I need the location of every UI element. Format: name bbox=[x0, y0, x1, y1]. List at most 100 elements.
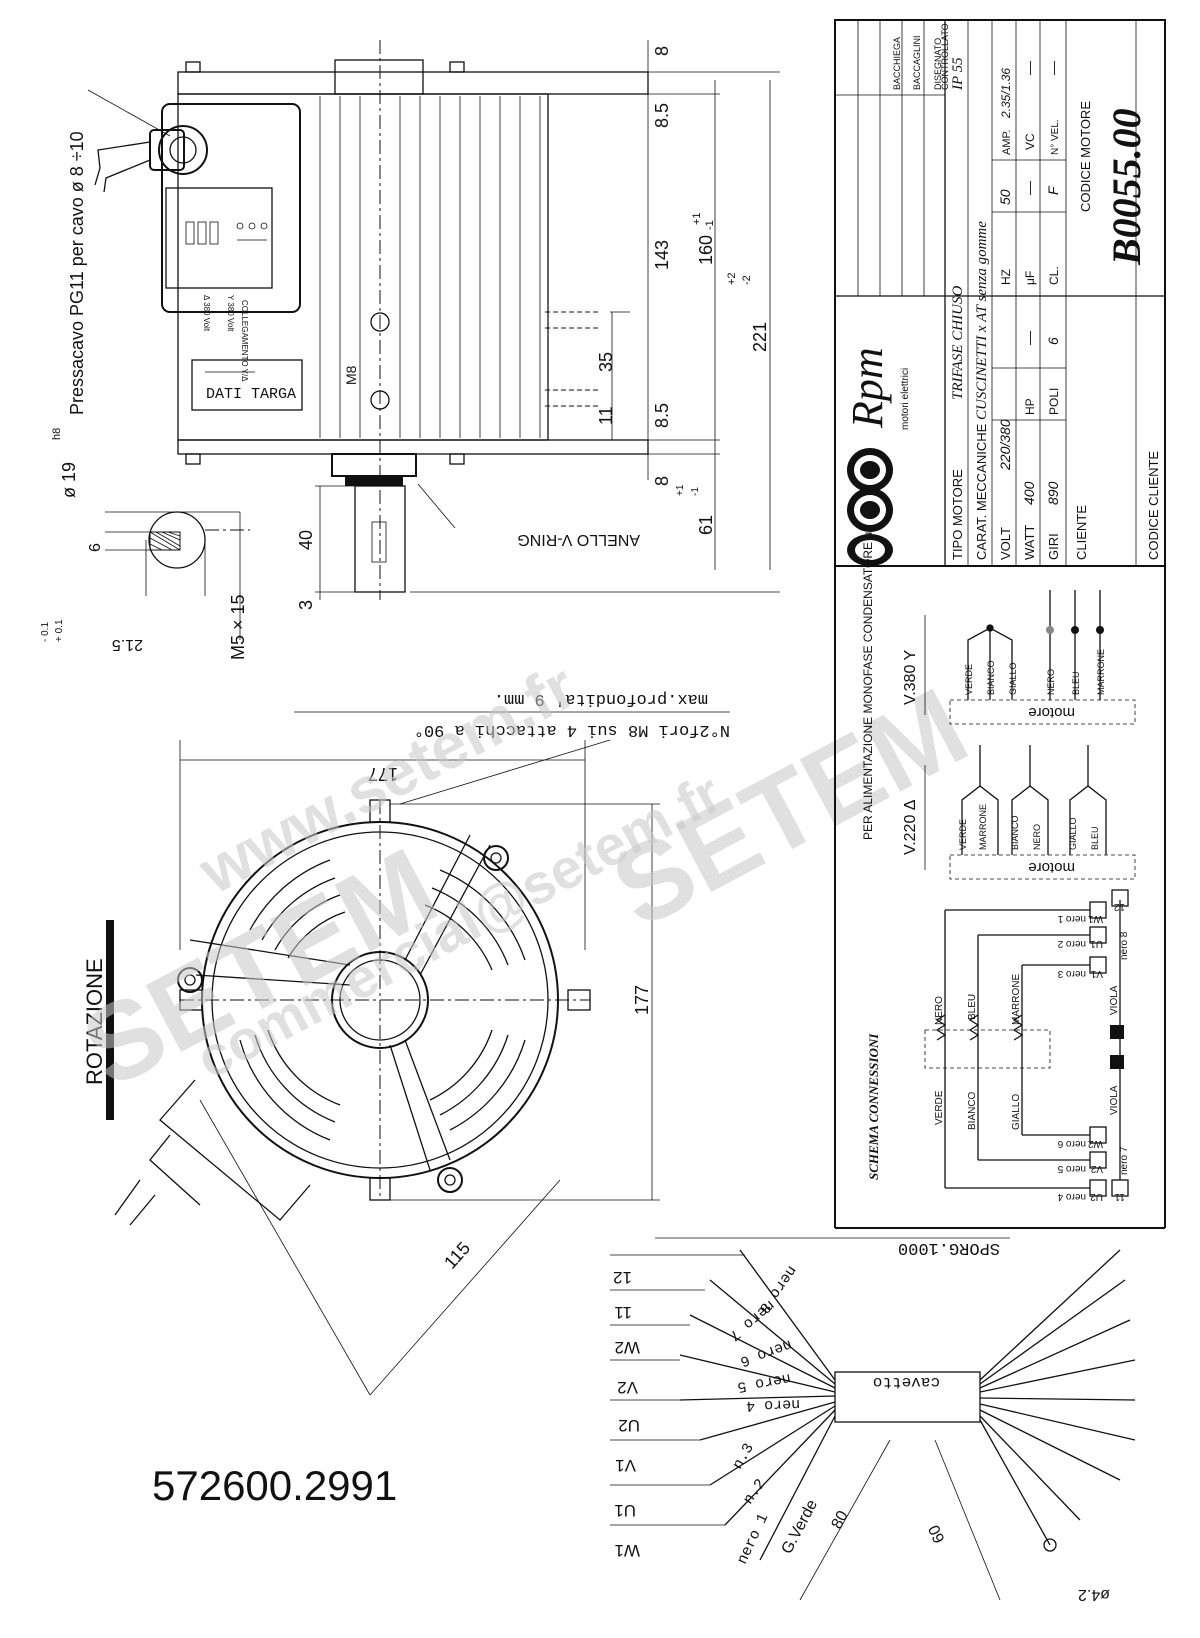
term-u1: U1 bbox=[1090, 938, 1103, 949]
brand-name: Rpm bbox=[843, 347, 892, 429]
shaft-keyway bbox=[371, 521, 387, 563]
term-nero4: nero 4 bbox=[1057, 1191, 1086, 1202]
front-terminal-box bbox=[114, 1079, 311, 1226]
shaft-diameter: ø 19 bbox=[59, 462, 79, 498]
cliente-label: CLIENTE bbox=[1074, 505, 1089, 560]
term-nero5: nero 5 bbox=[1057, 1163, 1086, 1174]
top-boss bbox=[334, 59, 424, 95]
d-motor-label: motore bbox=[1028, 859, 1075, 876]
cable-sheath bbox=[834, 1371, 981, 1423]
term-w2: W2 bbox=[1088, 1138, 1103, 1149]
y-wire-2: BIANCO bbox=[986, 660, 996, 695]
cable-eyelet bbox=[1043, 1538, 1057, 1552]
term-nero1: nero 1 bbox=[1057, 913, 1086, 924]
uf-label: μF bbox=[1023, 271, 1037, 285]
power-section: PER ALIMENTAZIONE MONOFASE CONDENSATORE … bbox=[834, 524, 1166, 1229]
schema-viola-coil-2 bbox=[1110, 1055, 1124, 1069]
shaft-section bbox=[105, 511, 250, 640]
viola-label-1: VIOLA bbox=[1109, 985, 1120, 1015]
mounting-hole-top bbox=[370, 312, 390, 332]
giri-label: GIRI bbox=[1046, 533, 1061, 560]
cable-gland bbox=[94, 125, 208, 193]
volt-value: 220/380 bbox=[997, 419, 1013, 471]
term-nero8: nero 8 bbox=[1119, 931, 1130, 960]
shaft bbox=[354, 485, 406, 593]
thread-label: M5 × 15 bbox=[228, 594, 248, 660]
cooling-fins bbox=[319, 96, 541, 438]
cable-label: cavetto bbox=[873, 1373, 940, 1391]
dim-143: 143 bbox=[652, 240, 672, 270]
ip-rating: IP 55 bbox=[950, 57, 966, 91]
mounting-hole-bottom bbox=[370, 390, 390, 410]
dim-3: 3 bbox=[296, 600, 316, 610]
tipo-motore-label: TIPO MOTORE bbox=[950, 469, 965, 560]
nvel-value: — bbox=[1045, 61, 1061, 75]
approval-1: BACCHIEGA bbox=[892, 37, 902, 90]
term-12: 12 bbox=[1113, 901, 1125, 912]
schema-coil-box bbox=[924, 1029, 1051, 1069]
terminal-delta-label: Δ 380 Volt bbox=[202, 295, 211, 332]
cable-gland-leader bbox=[87, 89, 171, 137]
wire-n2: n.2 bbox=[740, 1476, 769, 1508]
poli-value: 6 bbox=[1045, 337, 1061, 345]
cable-term-refs bbox=[610, 1254, 745, 1526]
vc-label: VC bbox=[1023, 133, 1037, 150]
term-11: 11 bbox=[1114, 1191, 1125, 1202]
dim-160: 160 bbox=[696, 235, 716, 265]
wire-nero-1: nero 1 bbox=[734, 1511, 772, 1567]
terminal-studs bbox=[185, 221, 268, 245]
nvel-label: N° VEL. bbox=[1050, 119, 1061, 155]
coil-bot-3: GIALLO bbox=[1011, 1094, 1022, 1130]
schema-viola-coil-1 bbox=[1110, 1025, 1124, 1039]
volt-label: VOLT bbox=[998, 527, 1013, 560]
approval-4b: CONTROLLATO bbox=[940, 23, 950, 90]
hp-value: — bbox=[1021, 331, 1037, 345]
schema-terminal-boxes bbox=[1089, 889, 1129, 1197]
y-wiring bbox=[967, 590, 1104, 700]
wire-nero-4: nero 4 bbox=[746, 1395, 801, 1414]
nameplate-outline bbox=[191, 359, 303, 411]
schema-connessioni: SCHEMA CONNESSIONI NERO BLEU MARRONE VER… bbox=[866, 889, 1130, 1202]
coil-top-1: NERO bbox=[934, 996, 945, 1025]
term-u2: U2 bbox=[1090, 1191, 1103, 1202]
y-motor-box bbox=[949, 699, 1136, 725]
title-block: BACCHIEGA BACCAGLINI DISEGNATO CONTROLLA… bbox=[834, 19, 1166, 567]
dim-42: ø4.2 bbox=[1078, 1586, 1110, 1603]
codice-motore-label: CODICE MOTORE bbox=[1078, 101, 1093, 212]
dim-60: 60 bbox=[926, 1522, 949, 1545]
front-vents bbox=[239, 859, 526, 1141]
approval-2: BACCAGLINI bbox=[912, 35, 922, 90]
viola-label-2: VIOLA bbox=[1109, 1085, 1120, 1115]
wire-n3: n.3 bbox=[730, 1441, 758, 1473]
coil-bot-1: VERDE bbox=[934, 1090, 945, 1125]
y-wire-4: NERO bbox=[1046, 669, 1056, 695]
y-wire-5: BLEU bbox=[1071, 671, 1081, 695]
cable-left-wires bbox=[679, 1249, 836, 1561]
y380-label: V.380 Y bbox=[902, 650, 919, 706]
watt-label: WATT bbox=[1022, 525, 1037, 560]
term-nero6: nero 6 bbox=[1057, 1138, 1086, 1149]
hidden-holes bbox=[545, 311, 600, 407]
terminal-box-label: COLLEGAMENTO Y/Δ bbox=[240, 300, 249, 382]
cable-term-8: W1 bbox=[615, 1541, 641, 1560]
dim-177-horizontal: 177 bbox=[368, 764, 398, 784]
front-lugs bbox=[179, 799, 591, 1201]
front-spokes bbox=[189, 834, 491, 1171]
carat-value: CUSCINETTI x AT senza gomme bbox=[974, 221, 990, 420]
coil-bot-2: BIANCO bbox=[967, 1091, 978, 1130]
cable-length: SPORG.1000 bbox=[898, 1238, 1000, 1257]
dim-160-tol-minus: -1 bbox=[704, 220, 716, 230]
term-nero2: nero 2 bbox=[1057, 938, 1086, 949]
codice-cliente-label: CODICE CLIENTE bbox=[1146, 451, 1161, 560]
key-tol-minus: - 0.1 bbox=[40, 622, 51, 642]
amp-label: AMP. bbox=[1001, 130, 1013, 155]
terminal-box bbox=[161, 103, 301, 313]
watt-value: 400 bbox=[1021, 481, 1037, 505]
cable-term-7: U1 bbox=[614, 1501, 636, 1520]
side-dim-lines bbox=[315, 40, 780, 600]
flange-bolts bbox=[185, 61, 465, 465]
d-wiring bbox=[961, 745, 1107, 855]
coil-top-2: BLEU bbox=[967, 994, 978, 1020]
dim-221-tol-plus: +2 bbox=[726, 272, 738, 285]
